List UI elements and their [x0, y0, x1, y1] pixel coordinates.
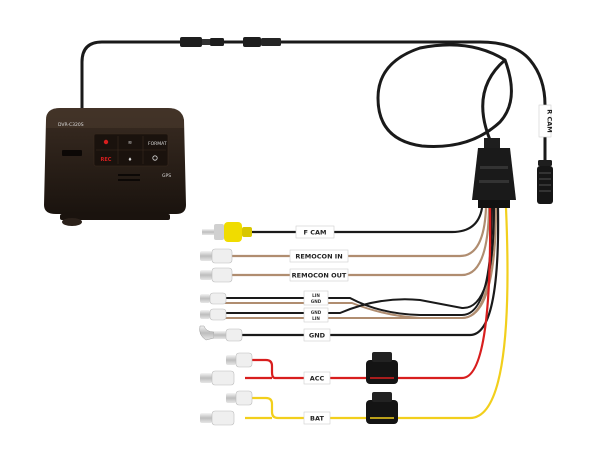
f-cam-rca-connector: [202, 222, 252, 242]
mic-icon: ♦: [128, 157, 132, 163]
acc-fuse-holder: [366, 352, 398, 384]
gnd-lin-wire-1: [225, 207, 497, 319]
gnd-lin-terminal: [200, 308, 227, 321]
wifi-icon: ≋: [128, 140, 132, 146]
gnd-label-2: GND: [311, 310, 322, 315]
acc-terminal-upper: [226, 352, 253, 368]
rec-button-label: REC: [101, 157, 112, 163]
loop-to-harness-cable: [481, 58, 506, 141]
record-led-icon: [103, 139, 109, 145]
f-cam-label: F CAM: [304, 229, 327, 237]
harness-breakout-box: [472, 138, 516, 208]
lin-gnd-tag: LIN GND: [303, 290, 329, 306]
gnd-lin-wire-2: [225, 207, 495, 314]
lin-label-1: LIN: [312, 293, 320, 298]
inline-connector-2: [243, 37, 281, 47]
r-cam-connector: [537, 160, 553, 204]
gps-label: GPS: [162, 173, 171, 179]
bat-terminal-upper: [226, 390, 253, 406]
inline-connector-1: [180, 37, 224, 47]
bat-terminal-lower: [200, 410, 235, 426]
bat-wire-left: [245, 396, 366, 420]
remocon-out-label: REMOCON OUT: [292, 272, 347, 280]
acc-tag: ACC: [303, 371, 331, 385]
gnd-lin-tag: GND LIN: [303, 307, 329, 323]
gnd-label: GND: [309, 332, 326, 340]
gnd-tag: GND: [303, 328, 331, 342]
top-cable-to-r-cam: [281, 40, 547, 160]
device-model-label: DVR-C320S: [58, 122, 84, 128]
gnd-label-1: GND: [311, 299, 322, 304]
r-cam-tag: R CAM: [538, 104, 554, 138]
lin-gnd-terminal: [200, 292, 227, 305]
acc-terminal-lower: [200, 370, 235, 386]
acc-wire: [398, 207, 492, 380]
r-cam-label: R CAM: [546, 109, 554, 133]
lin-gnd-wire-1: [225, 207, 493, 316]
power-icon: [152, 155, 158, 161]
gnd-ring-terminal: [199, 325, 243, 342]
acc-wire-left: [245, 358, 366, 380]
remocon-out-wire: [230, 207, 491, 277]
remocon-in-label: REMOCON IN: [295, 253, 342, 261]
bat-wire: [398, 207, 509, 420]
sd-card-slot: [62, 150, 82, 156]
remocon-in-wire: [230, 207, 488, 258]
bat-tag: BAT: [303, 411, 331, 425]
f-cam-wire: [250, 207, 484, 234]
acc-label: ACC: [310, 375, 325, 383]
remocon-in-tag: REMOCON IN: [289, 249, 349, 263]
cable-loop: [376, 43, 513, 148]
lin-label-2: LIN: [312, 316, 320, 321]
bat-label: BAT: [310, 415, 324, 423]
f-cam-tag: F CAM: [295, 225, 335, 239]
gnd-wire: [240, 207, 500, 337]
device-main-cable: [80, 40, 180, 108]
remocon-out-terminal: [200, 267, 233, 283]
format-button-label: FORMAT: [148, 141, 167, 147]
remocon-out-tag: REMOCON OUT: [289, 268, 349, 282]
bat-fuse-holder: [366, 392, 398, 424]
dashcam-device: DVR-C320S ≋ FORMAT REC ♦ GPS: [44, 108, 186, 226]
remocon-in-terminal: [200, 248, 233, 264]
